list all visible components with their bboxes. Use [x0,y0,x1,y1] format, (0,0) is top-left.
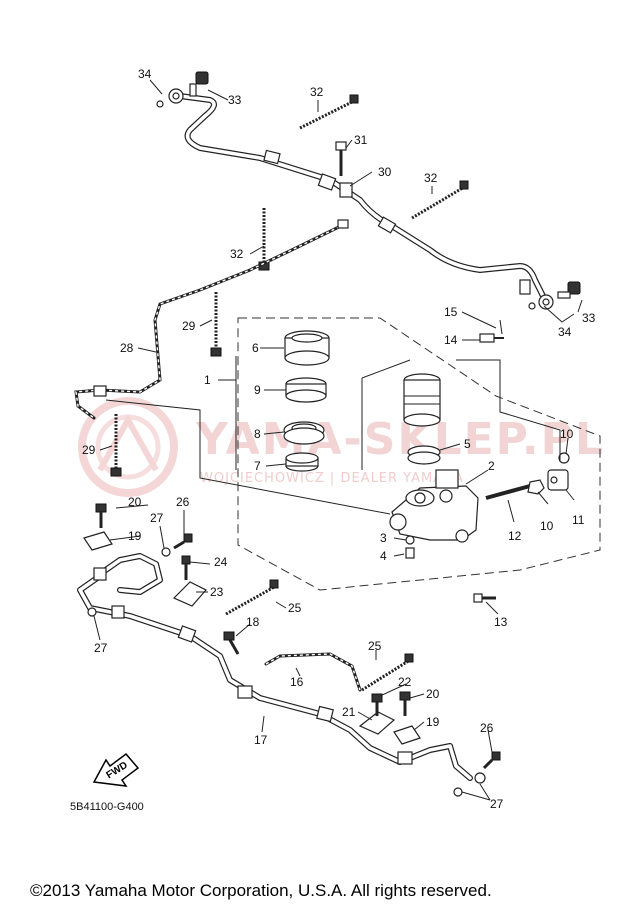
bolt-20b [399,691,411,716]
callout-labels: 34 33 32 31 30 32 32 33 34 15 14 29 28 6… [82,67,596,811]
watermark-sub: WOJCIECHOWICZ | DEALER YAMAHA [200,471,464,486]
callout-27b: 27 [94,641,108,655]
callout-4: 4 [380,549,387,563]
callout-15: 15 [444,305,458,319]
clip-19a [83,531,113,551]
clip-19b [393,725,421,745]
callout-24: 24 [214,555,228,569]
callout-12: 12 [508,529,522,543]
callout-29a: 29 [182,319,196,333]
callout-30: 30 [378,165,392,179]
push-rod-12 [485,484,531,500]
hose-clamp-5 [407,445,441,465]
bolt-18 [223,631,240,655]
callout-10a: 10 [560,427,574,441]
watermark: YAMA-SKLEP.PL WOJCIECHOWICZ | DEALER YAM… [78,397,603,497]
callout-9: 9 [254,383,261,397]
callout-32c: 32 [230,247,244,261]
upper-brake-hose [177,93,548,303]
copyright-notice: ©2013 Yamaha Motor Corporation, U.S.A. A… [30,881,492,900]
callout-19a: 19 [128,529,142,543]
callout-18: 18 [246,615,260,629]
callout-22: 22 [398,675,412,689]
callout-31: 31 [354,133,368,147]
callout-20b: 20 [426,687,440,701]
master-cylinder-2 [389,469,479,543]
callout-7: 7 [254,459,261,473]
callout-5: 5 [464,437,471,451]
callout-27c: 27 [490,797,504,811]
reservoir-cap-6 [284,330,330,366]
callout-20a: 20 [128,495,142,509]
bolt-31 [335,141,347,176]
washer-27b [87,607,97,617]
pin-14-15 [479,319,504,343]
callout-34a: 34 [138,67,152,81]
diaphragm-plate-9 [285,377,327,403]
callout-33b: 33 [582,311,596,325]
callout-25a: 25 [288,601,302,615]
watermark-logo [78,397,178,497]
washer-27c [453,787,463,797]
callout-32b: 32 [424,171,438,185]
callout-27a: 27 [150,511,164,525]
reservoir-body [403,373,441,427]
washer-27a [161,547,171,557]
diaphragm-8 [283,421,325,445]
callout-19b: 19 [426,715,440,729]
clevis-11 [547,469,569,491]
assembly-boundary [237,317,601,591]
brake-pipe-28 [74,219,349,420]
hose-19a [93,553,163,619]
callout-21: 21 [342,705,356,719]
callout-25b: 25 [368,639,382,653]
bolt-20a [95,503,107,528]
bracket-23 [172,581,207,607]
callout-32a: 32 [310,85,324,99]
callout-23: 23 [210,585,224,599]
top-left-banjo [156,71,209,108]
callout-13: 13 [494,615,508,629]
callout-11: 11 [572,513,585,527]
leader-lines [93,79,583,801]
callout-3: 3 [380,531,387,545]
bolt-24 [181,555,191,580]
bolt-26b [482,751,501,770]
nut-10 [527,452,570,495]
cable-tie-32b [411,184,467,220]
callout-29b: 29 [82,443,96,457]
bolt-22 [371,693,383,716]
cable-tie-25a [225,584,277,616]
callout-10b: 10 [540,519,554,533]
callout-28: 28 [120,341,134,355]
brake-pipe-16 [264,652,362,692]
fwd-arrow-icon: FWD [92,752,140,787]
callout-17: 17 [254,733,268,747]
float-7 [285,452,319,472]
callout-33a: 33 [228,93,242,107]
bleeder-3-4 [405,535,415,559]
callout-34b: 34 [558,325,572,339]
bracket-21 [358,711,396,735]
callout-16: 16 [290,675,304,689]
callout-2: 2 [488,459,495,473]
diagram-code: 5B41100-G400 [70,801,144,813]
callout-1: 1 [204,373,211,387]
bolt-13 [473,593,496,603]
callout-14: 14 [444,333,458,347]
callout-8: 8 [254,427,261,441]
guide-lines [105,359,561,515]
callout-26b: 26 [480,721,494,735]
bolt-26a [173,533,193,550]
cable-tie-25b [361,658,411,692]
lower-brake-hose-17 [77,573,473,781]
cable-tie-32a [299,98,357,130]
callout-6: 6 [252,341,259,355]
right-banjo [528,281,581,310]
callout-26a: 26 [176,495,190,509]
